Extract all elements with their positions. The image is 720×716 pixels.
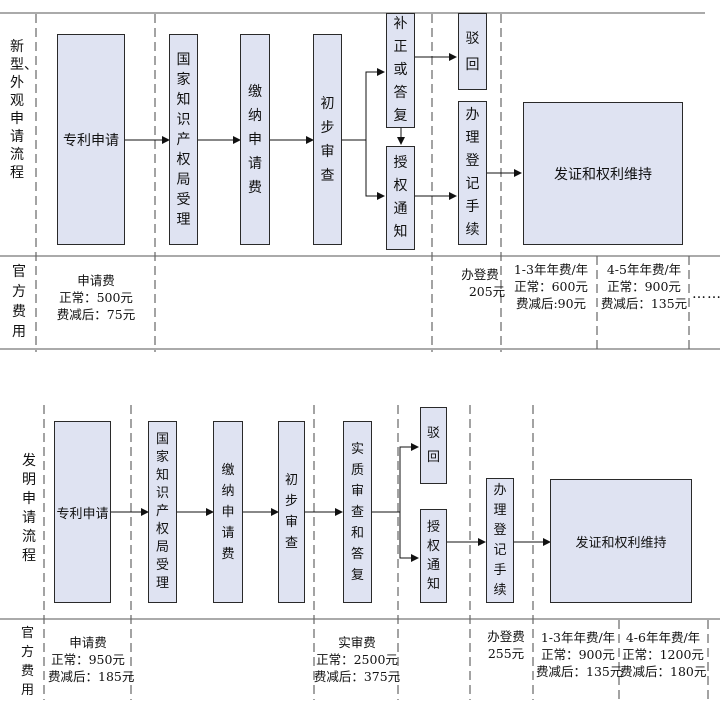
flow2-exam-box: 初步审查 — [278, 421, 305, 603]
flow1-accept-box: 国家知识产权局受理 — [169, 34, 198, 245]
flow2-certificate-label: 发证和权利维持 — [575, 535, 667, 551]
flow2-register-label: 办理登记手续 — [493, 482, 507, 598]
flow2-exam-label: 初步审查 — [285, 473, 299, 551]
flow1-fee-ellipsis: …… — [692, 286, 720, 302]
flow1-grant-label: 授权通知 — [393, 155, 408, 240]
flow2-side-label: 发明申请流程 — [22, 453, 36, 564]
flow2-certificate-box: 发证和权利维持 — [550, 479, 692, 603]
flow1-certificate-label: 发证和权利维持 — [554, 166, 652, 183]
flow1-fee-application-normal: 正常：500元 — [59, 290, 133, 305]
flow2-grant-label: 授权通知 — [427, 520, 441, 592]
flow1-fee-application-reduced: 费减后：75元 — [56, 307, 136, 322]
flow1-fee-register: 办登费 205元 — [452, 266, 508, 300]
flow1-exam-box: 初步审查 — [313, 34, 342, 245]
flow2-reject-box: 驳回 — [420, 407, 447, 484]
flow1-fee-year-1-3-title: 1-3年年费/年 — [513, 262, 589, 277]
flow1-fee-year-4-5-normal: 正常：900元 — [607, 279, 681, 294]
flow2-fee-year-4-6-reduced: 费减后：180元 — [620, 664, 707, 679]
flow1-fee-application: 申请费 正常：500元 费减后：75元 — [48, 272, 144, 323]
flow1-reject-box: 驳回 — [458, 13, 487, 90]
flow1-fee-year-1-3-normal: 正常：600元 — [514, 279, 588, 294]
flow2-fee-year-1-3-normal: 正常：900元 — [541, 647, 615, 662]
flow2-fee-application: 申请费 正常：950元 费减后：185元 — [48, 634, 135, 685]
flow1-register-label: 办理登记手续 — [465, 107, 480, 238]
flow2-fee-year-1-3: 1-3年年费/年 正常：900元 费减后：135元 — [536, 629, 623, 680]
flow1-side-label: 新型、外观申请流程 — [10, 39, 38, 181]
flow2-fee-application-title: 申请费 — [69, 635, 107, 650]
flow2-fee-year-1-3-reduced: 费减后：135元 — [536, 664, 623, 679]
flow1-pay-box: 缴纳申请费 — [240, 34, 270, 245]
flow1-fee-register-line2: 205元 — [468, 284, 506, 299]
flow1-column-separators — [35, 14, 690, 352]
flow2-fee-year-1-3-title: 1-3年年费/年 — [540, 630, 616, 645]
flow2-register-box: 办理登记手续 — [486, 478, 514, 603]
flow2-substantive-label: 实质审查和答复 — [351, 441, 365, 583]
flow1-fee-year-1-3-reduced: 费减后:90元 — [515, 296, 587, 311]
flow1-fee-year-4-5-title: 4-5年年费/年 — [606, 262, 682, 277]
flow1-accept-label: 国家知识产权局受理 — [176, 51, 191, 228]
flow2-fee-application-reduced: 费减后：185元 — [48, 669, 135, 684]
flow2-fee-year-4-6: 4-6年年费/年 正常：1200元 费减后：180元 — [620, 629, 706, 680]
flow2-fee-substantive-reduced: 费减后：375元 — [313, 669, 401, 684]
flow2-accept-label: 国家知识产权局受理 — [156, 432, 170, 591]
flow2-fee-register-line2: 255元 — [487, 646, 525, 661]
flow2-pay-box: 缴纳申请费 — [213, 421, 243, 603]
flow1-grant-box: 授权通知 — [386, 146, 415, 250]
flow2-fee-label: 官方费用 — [21, 626, 35, 698]
flow2-fee-year-4-6-title: 4-6年年费/年 — [625, 630, 701, 645]
flow2-fee-application-normal: 正常：950元 — [51, 652, 125, 667]
flow1-apply-box: 专利申请 — [57, 34, 125, 245]
flow2-fee-register-line1: 办登费 — [487, 629, 525, 644]
flow1-fee-register-line1: 办登费 — [461, 267, 499, 282]
flow1-apply-label: 专利申请 — [63, 132, 119, 149]
flow1-reject-label: 驳回 — [465, 30, 480, 73]
flow1-fee-year-4-5-reduced: 费减后：135元 — [600, 296, 688, 311]
flow2-apply-label: 专利申请 — [56, 506, 109, 522]
flow2-fee-year-4-6-normal: 正常：1200元 — [622, 647, 704, 662]
flow2-fee-substantive-title: 实审费 — [338, 635, 376, 650]
flow1-arrows — [125, 53, 522, 200]
flow1-pay-label: 缴纳申请费 — [248, 83, 262, 196]
flow1-amend-label: 补正或答复 — [393, 16, 408, 124]
flow2-fee-substantive-normal: 正常：2500元 — [316, 652, 398, 667]
flow2-reject-label: 驳回 — [427, 425, 441, 465]
flow1-certificate-box: 发证和权利维持 — [523, 102, 683, 245]
flow1-amend-box: 补正或答复 — [386, 13, 415, 128]
flow1-register-box: 办理登记手续 — [458, 101, 487, 245]
flow2-arrows — [111, 443, 551, 562]
flow1-fee-year-1-3: 1-3年年费/年 正常：600元 费减后:90元 — [505, 261, 597, 312]
flow2-substantive-box: 实质审查和答复 — [343, 421, 372, 603]
flow2-fee-register: 办登费 255元 — [478, 628, 534, 662]
flow2-pay-label: 缴纳申请费 — [221, 462, 235, 562]
flow1-fee-year-4-5: 4-5年年费/年 正常：900元 费减后：135元 — [599, 261, 689, 312]
flow1-fee-label: 官方费用 — [12, 264, 26, 340]
flow2-grant-box: 授权通知 — [420, 509, 447, 603]
flow2-column-separators — [43, 405, 709, 700]
flow1-fee-application-title: 申请费 — [77, 273, 115, 288]
flow2-accept-box: 国家知识产权局受理 — [148, 421, 177, 603]
flow2-apply-box: 专利申请 — [54, 421, 111, 603]
flow2-fee-substantive: 实审费 正常：2500元 费减后：375元 — [312, 634, 402, 685]
flow1-exam-label: 初步审查 — [320, 95, 335, 184]
